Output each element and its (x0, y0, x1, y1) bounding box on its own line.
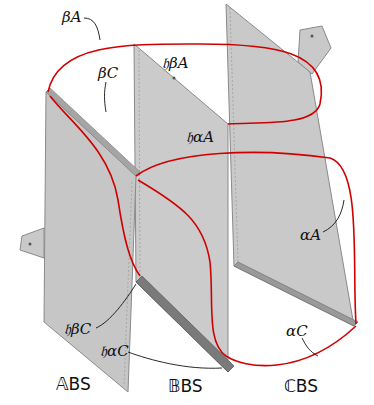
wire-label: αC (286, 324, 308, 339)
wire (48, 44, 321, 124)
part-name: ℂBS (284, 378, 318, 395)
wire (50, 96, 140, 276)
plate-c (226, 4, 354, 326)
wire-label: 𝔥αC (100, 344, 129, 359)
fold-line (139, 50, 140, 278)
wire-label: αA (300, 228, 321, 243)
leader-line (128, 352, 222, 368)
plate-tab (20, 228, 44, 258)
leader-line (302, 338, 318, 356)
plate-hole (311, 35, 314, 38)
leader-line (96, 284, 136, 328)
fold-line (230, 8, 238, 262)
leader-line (84, 18, 100, 40)
plate-edge (234, 262, 358, 326)
wire-label: 𝔥βA (162, 56, 189, 71)
wire (138, 180, 356, 366)
part-name: 𝔹BS (168, 378, 203, 395)
part-name: 𝔸BS (56, 376, 91, 393)
plate-hole (173, 77, 176, 80)
plate-edge (136, 276, 234, 372)
plate-edge (46, 88, 140, 176)
wire-label: βC (98, 66, 118, 81)
wire (136, 152, 356, 324)
wire-label: 𝔥βC (64, 322, 91, 337)
wire-label: 𝔥αA (186, 130, 214, 145)
wire-label: βA (62, 10, 82, 25)
leader-line (105, 82, 107, 112)
plate-a (44, 92, 136, 392)
leader-line (323, 200, 344, 232)
plate-hole (29, 243, 32, 246)
